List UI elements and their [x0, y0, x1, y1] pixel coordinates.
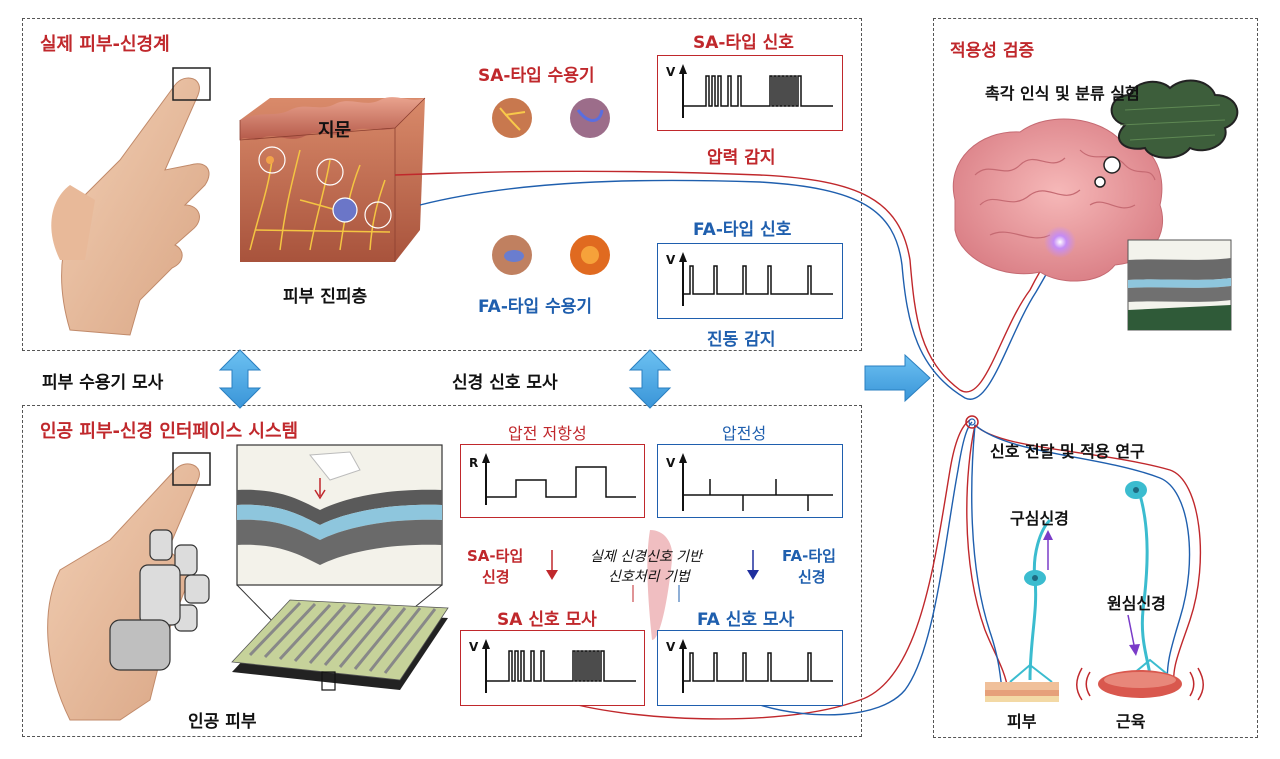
sa-mimic-axis: V — [469, 640, 479, 654]
piezoelectric-box: V — [657, 444, 843, 518]
signal-processing-beam — [632, 530, 680, 640]
fa-mimic-axis: V — [666, 640, 676, 654]
pressure-sensing-label: 압력 감지 — [707, 148, 776, 168]
fa-signal-axis: V — [666, 253, 676, 267]
real-hand-illustration — [51, 77, 210, 336]
neural-mimic-label: 신경 신호 모사 — [452, 373, 558, 393]
thought-cloud — [1094, 79, 1239, 188]
sa-signal-title: SA-타입 신호 — [693, 33, 794, 53]
to-validation-arrow — [864, 353, 931, 403]
fa-mimic-label: FA 신호 모사 — [697, 610, 795, 630]
fa-type-arrow — [747, 550, 759, 580]
validation-panel-title: 적용성 검증 — [950, 41, 1035, 61]
sa-mimic-signal-box: V — [460, 630, 645, 706]
signal-processing-label-2: 신호처리 기법 — [608, 569, 690, 585]
sa-receptor-icons — [492, 98, 610, 138]
skin-label: 피부 — [1007, 712, 1037, 731]
validation-panel — [933, 18, 1258, 738]
artificial-system-panel — [22, 405, 862, 737]
fa-signal-title: FA-타입 신호 — [693, 220, 792, 240]
efferent-nerve-label: 원심신경 — [1107, 594, 1166, 613]
artificial-panel-title: 인공 피부-신경 인터페이스 시스템 — [40, 421, 299, 442]
sensor-cross-section-right — [1127, 239, 1232, 331]
validation-skin-block — [985, 682, 1059, 702]
sa-type-nerve-label-1: SA-타입 — [467, 547, 524, 565]
real-skin-panel-title: 실제 피부-신경계 — [40, 34, 170, 55]
fa-type-nerve-label-2: 신경 — [798, 568, 826, 586]
artificial-skin-cross-section — [236, 444, 443, 673]
nerve-junction-knot — [965, 415, 979, 429]
skin-dermis-illustration — [239, 97, 426, 262]
tactile-experiment-label: 촉각 인식 및 분류 실험 — [985, 84, 1140, 103]
real-fingertip-marker — [172, 67, 211, 101]
efferent-neuron — [1125, 481, 1173, 679]
real-skin-panel — [22, 18, 862, 351]
piezoresistive-box: R — [460, 444, 645, 518]
receptor-mimic-arrow — [218, 349, 262, 409]
piezoelectric-label: 압전성 — [722, 424, 767, 443]
sa-type-nerve-label-2: 신경 — [482, 568, 510, 586]
sa-signal-axis: V — [666, 65, 676, 79]
fingerprint-label: 지문 — [318, 120, 352, 141]
vibration-sensing-label: 진동 감지 — [707, 330, 776, 350]
afferent-nerve-label: 구심신경 — [1010, 509, 1069, 528]
artificial-skin-label: 인공 피부 — [188, 712, 257, 732]
piezoelectric-axis: V — [666, 456, 676, 470]
neural-mimic-arrow — [628, 349, 672, 409]
fa-receptor-icons — [492, 235, 610, 275]
sa-receptor-label: SA-타입 수용기 — [478, 66, 595, 86]
sa-mimic-label: SA 신호 모사 — [497, 610, 597, 630]
receptor-mimic-label: 피부 수용기 모사 — [42, 373, 164, 393]
fa-signal-box: V — [657, 243, 843, 319]
fa-type-nerve-label-1: FA-타입 — [782, 547, 836, 565]
dermis-label: 피부 진피층 — [283, 287, 368, 307]
signal-processing-label-1: 실제 신경신호 기반 — [590, 549, 702, 565]
validation-muscle — [1076, 667, 1204, 701]
sa-type-arrow — [546, 550, 558, 580]
artificial-skin-device — [231, 599, 449, 691]
afferent-neuron — [1009, 518, 1053, 683]
fa-mimic-signal-box: V — [657, 630, 843, 706]
fa-receptor-label: FA-타입 수용기 — [478, 297, 592, 317]
piezoresistive-label: 압전 저항성 — [508, 424, 587, 443]
transmission-research-label: 신호 전달 및 적용 연구 — [990, 442, 1145, 461]
sa-signal-box: V — [657, 55, 843, 131]
piezoresistive-axis: R — [469, 456, 478, 470]
artificial-hand-illustration — [47, 463, 210, 721]
muscle-label: 근육 — [1116, 712, 1146, 731]
artificial-fingertip-marker — [172, 452, 211, 486]
